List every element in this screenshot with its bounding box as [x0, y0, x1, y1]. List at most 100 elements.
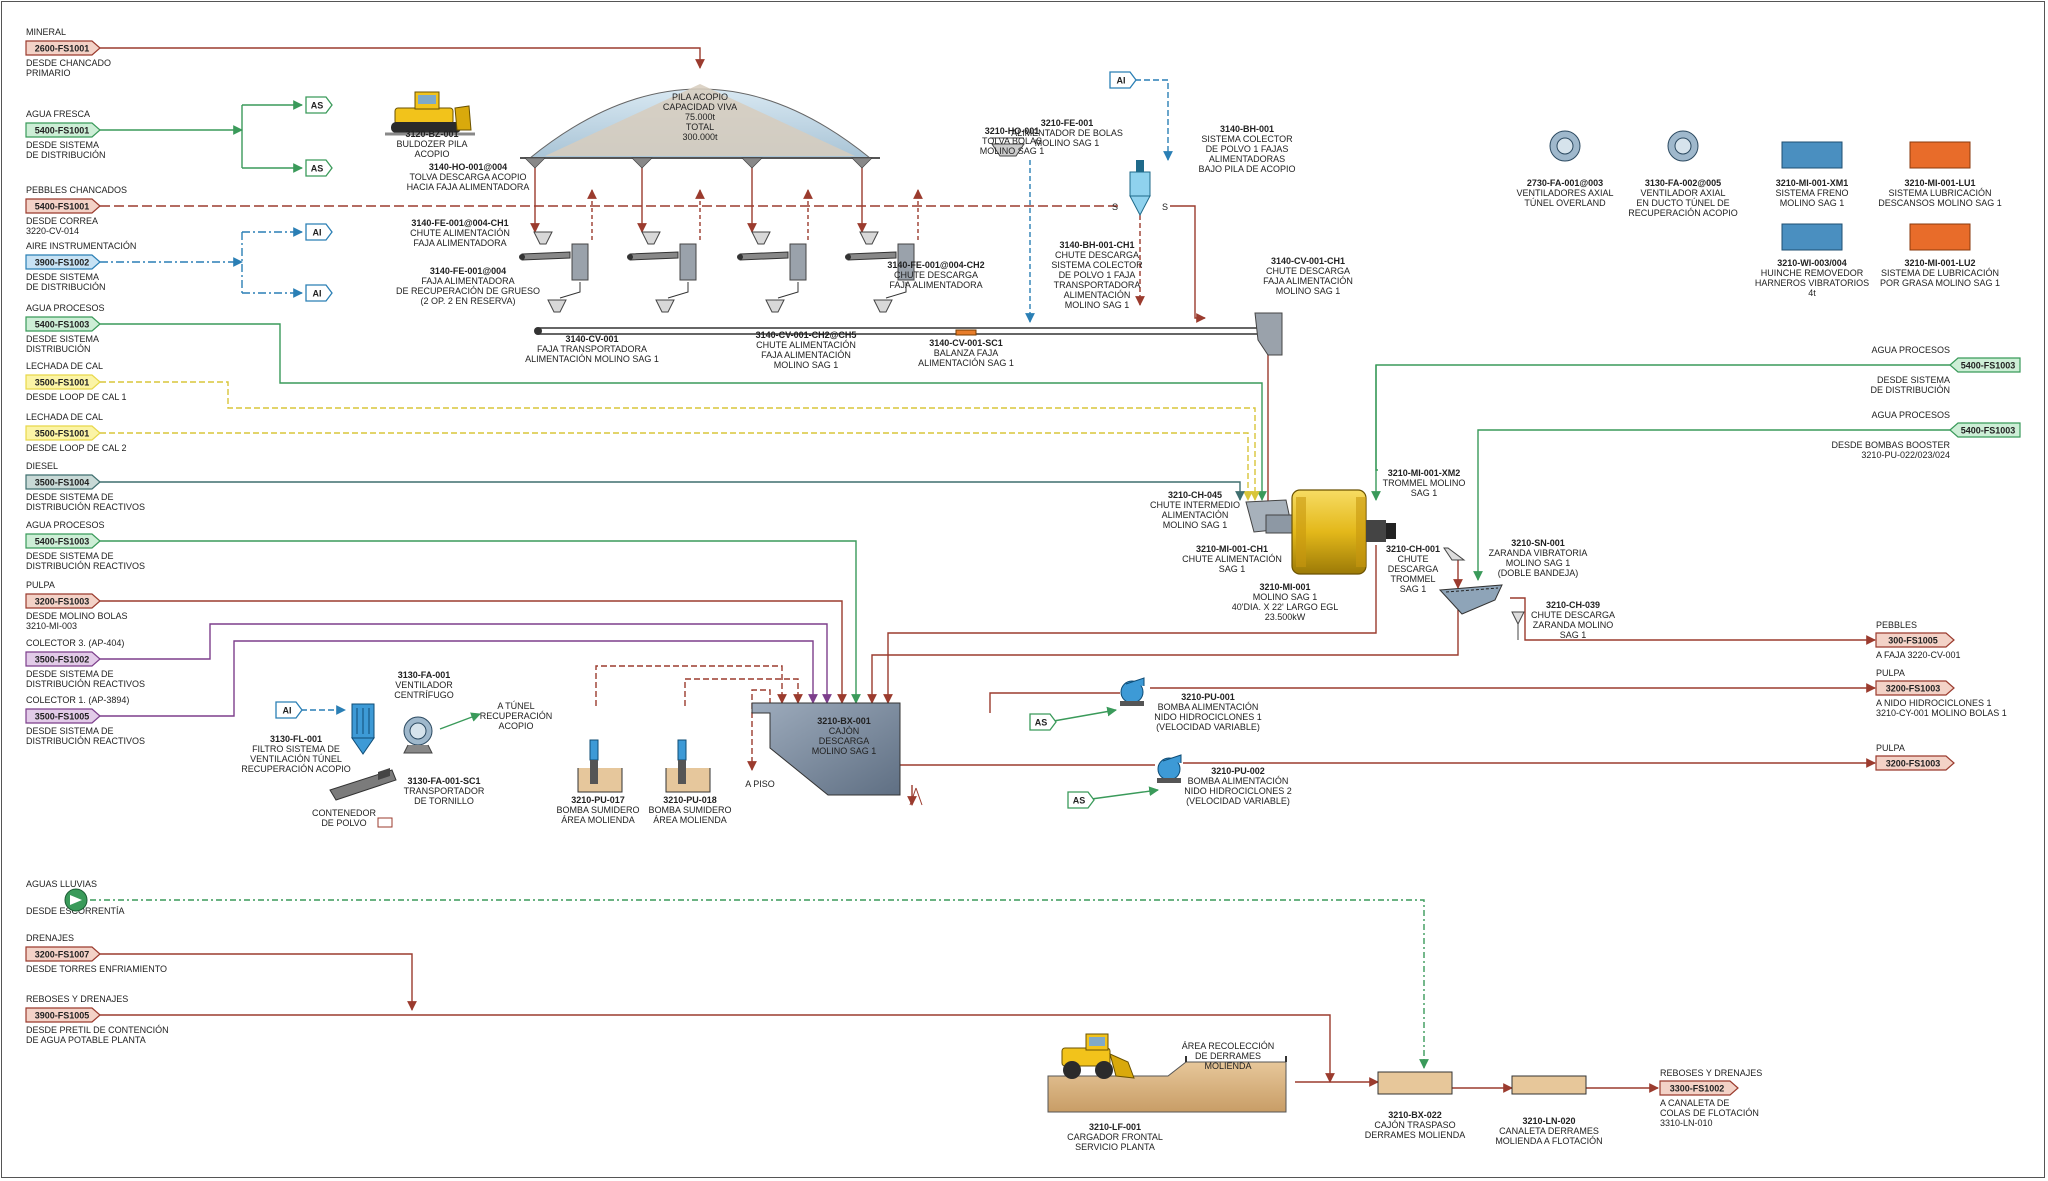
instrument-bubble: AI [305, 284, 333, 302]
aux-fan-1 [1549, 130, 1581, 162]
label-text: 2730-FA-001@003 [1527, 178, 1603, 188]
label-text: 3210-MI-001 [1259, 582, 1310, 592]
stream-flag-shape [25, 198, 101, 214]
label-text: TROMMEL MOLINO [1383, 478, 1466, 488]
stream-flag-shape [25, 316, 101, 332]
label-text: (VELOCIDAD VARIABLE) [1156, 722, 1260, 732]
label-text: 3210-BX-022 [1388, 1110, 1442, 1120]
label-text: 3210-MI-001-XM1 [1776, 178, 1849, 188]
label-text: 3200-FS1007 [35, 950, 90, 960]
stockpile-text-line: PILA ACOPIO [672, 92, 728, 102]
label-text: DISTRIBUCIÓN [26, 344, 91, 354]
label-text: CHUTE DESCARGA [1266, 266, 1350, 276]
label-text: ALIMENTADOR DE BOLAS [1011, 128, 1123, 138]
label-text: DESDE CHANCADO [26, 58, 111, 68]
label-text: DESDE SISTEMA [1877, 375, 1950, 385]
label-text: RECUPERACIÓN ACOPIO [241, 764, 351, 774]
label-text: 3210-BX-001 [817, 716, 871, 726]
label-text: DERRAMES MOLIENDA [1365, 1130, 1466, 1140]
label-text: ZARANDA MOLINO [1533, 620, 1614, 630]
process-lines [90, 47, 1950, 1093]
label-text: BOMBA ALIMENTACIÓN [1188, 776, 1289, 786]
label-text: DESCARGA [1388, 564, 1439, 574]
sag-mill-3210-MI-001 [1245, 489, 1466, 575]
label-text: DESDE SISTEMA DE [26, 551, 114, 561]
label-text: BOMBA SUMIDERO [648, 805, 731, 815]
label-text: MOLINO SAG 1 [1035, 138, 1100, 148]
stream-flag-shape [25, 1007, 101, 1023]
label-text: POR GRASA MOLINO SAG 1 [1880, 278, 2000, 288]
label-text: DESCANSOS MOLINO SAG 1 [1878, 198, 2002, 208]
label-text: 3140-CV-001-CH2@CH5 [756, 330, 857, 340]
label-text: DESDE BOMBAS BOOSTER [1831, 440, 1950, 450]
label-text: 3300-FS1002 [1670, 1084, 1725, 1094]
label-text: DESDE CORREA [26, 216, 98, 226]
stream-flag-shape [25, 533, 101, 549]
label-text: DESCARGA [819, 736, 870, 746]
label-text: 3210-PU-001 [1181, 692, 1235, 702]
label-text: 3210-FE-001 [1041, 118, 1094, 128]
apron-feeder [627, 231, 697, 313]
svg-text:S: S [1112, 202, 1118, 212]
label-text: VENTILACIÓN TÚNEL [250, 754, 342, 764]
vibrating-screen-3210-SN-001 [1438, 584, 1525, 640]
label-text: DIESEL [26, 461, 58, 471]
label-text: 3130-FA-001 [398, 670, 451, 680]
pump-icon [1157, 754, 1182, 783]
label-text: 3140-HO-001@004 [429, 162, 507, 172]
label-text: DE DISTRIBUCIÓN [26, 150, 106, 160]
label-text: MOLINO SAG 1 [1780, 198, 1845, 208]
label-text: AS [1073, 796, 1086, 806]
label-text: ÁREA RECOLECCIÓN [1182, 1041, 1275, 1051]
label-text: 3900-FS1002 [35, 258, 90, 268]
label-text: MOLIENDA [1204, 1061, 1251, 1071]
label-text: MOLINO SAG 1 [1506, 558, 1571, 568]
label-text: 5400-FS1001 [35, 202, 90, 212]
label-text: AGUA FRESCA [26, 109, 90, 119]
label-text: VENTILADORES AXIAL [1516, 188, 1613, 198]
label-text: DE POLVO 1 FAJA [1059, 270, 1136, 280]
label-text: FAJA ALIMENTADORA [889, 280, 982, 290]
label-text: A NIDO HIDROCICLONES 1 [1876, 698, 1992, 708]
stream-flag-shape [25, 374, 101, 390]
label-text: 3200-FS1003 [1886, 759, 1941, 769]
fan-icon [403, 716, 433, 754]
label-text: SAG 1 [1411, 488, 1438, 498]
label-text: 5400-FS1003 [1961, 361, 2016, 371]
label-text: 3140-CV-001-CH1 [1271, 256, 1345, 266]
label-text: 3210-MI-001-LU2 [1904, 258, 1975, 268]
label-text: AI [283, 706, 292, 716]
label-text: TRANSPORTADOR [404, 786, 485, 796]
instrument-bubble: AI [305, 223, 333, 241]
aux-fan-2 [1667, 130, 1699, 162]
dust-collector-3140-BH-001: S S [1112, 160, 1168, 217]
instrument-bubble: AI [275, 701, 303, 719]
pump-icon [1120, 677, 1145, 706]
label-text: 3140-CV-001-SC1 [929, 338, 1003, 348]
label-text: MOLIENDA A FLOTACIÓN [1495, 1136, 1602, 1146]
label-text: COLECTOR 1. (AP-3894) [26, 695, 129, 705]
label-text: AGUAS LLUVIAS [26, 879, 97, 889]
label-text: (DOBLE BANDEJA) [1498, 568, 1579, 578]
label-text: TROMMEL [1391, 574, 1436, 584]
label-text: HACIA FAJA ALIMENTADORA [407, 182, 530, 192]
label-text: CARGADOR FRONTAL [1067, 1132, 1163, 1142]
label-text: FAJA ALIMENTADORA [413, 238, 506, 248]
